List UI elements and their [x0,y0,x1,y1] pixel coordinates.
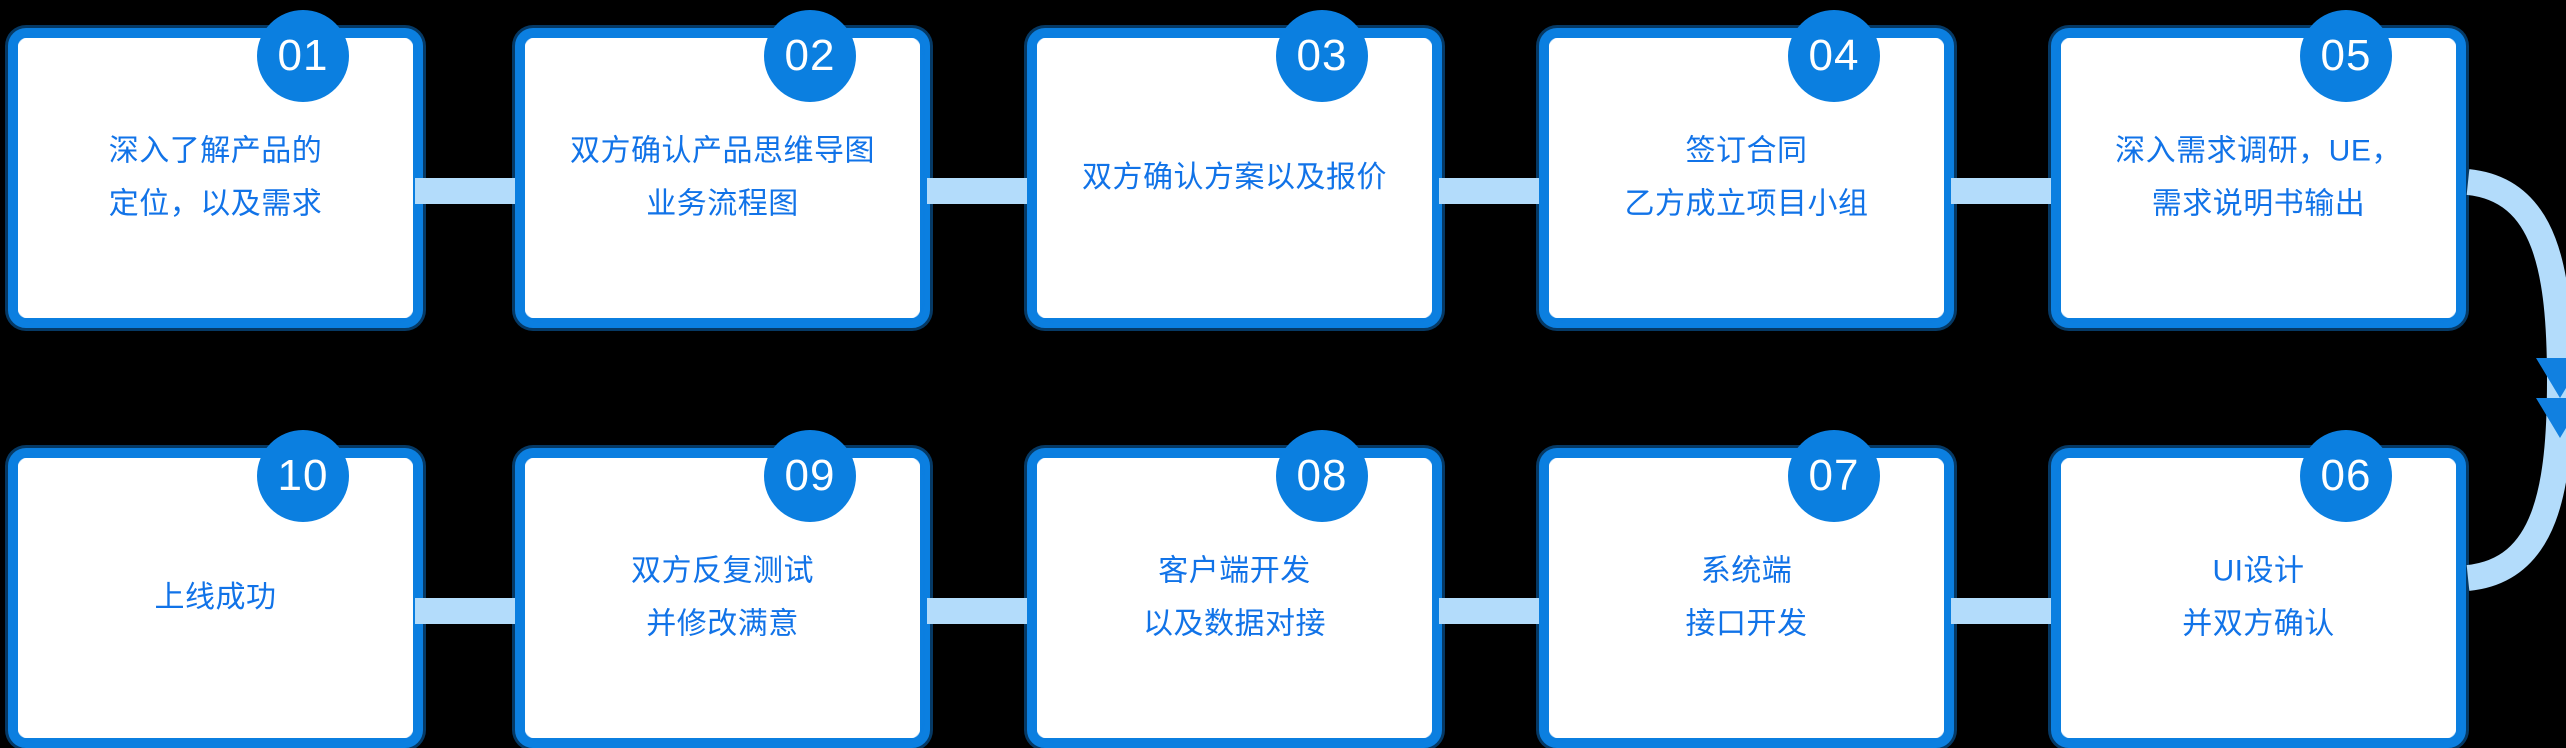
step-badge-03: 03 [1276,10,1368,102]
step-card-01[interactable]: 深入了解产品的 定位，以及需求 01 [8,10,423,328]
step-frame [1027,448,1442,748]
step-label: 双方确认方案以及报价 [1082,160,1387,194]
step-card-09[interactable]: 双方反复测试 并修改满意 09 [515,430,930,748]
step-frame [1027,28,1442,328]
flow-row-top: 深入了解产品的 定位，以及需求 01 双方确认产品思维导图 业务流程图 02 双… [0,0,2566,328]
step-badge-05: 05 [2300,10,2392,102]
step-frame [1539,448,1954,748]
step-card-10[interactable]: 上线成功 10 [8,430,423,748]
step-card-05[interactable]: 深入需求调研，UE， 需求说明书输出 05 [2051,10,2466,328]
connector-07-06 [1951,598,2051,624]
step-badge-10: 10 [257,430,349,522]
connector-09-08 [927,598,1027,624]
step-card-06[interactable]: UI设计 并双方确认 06 [2051,430,2466,748]
step-badge-04: 04 [1788,10,1880,102]
step-label: 双方确认产品思维导图 业务流程图 [570,134,875,221]
flow-row-bottom: 上线成功 10 双方反复测试 并修改满意 09 客户端开发 以及数据对接 08 … [0,420,2566,748]
step-badge-08: 08 [1276,430,1368,522]
step-label: 签订合同 乙方成立项目小组 [1624,134,1869,221]
connector-03-04 [1439,178,1539,204]
step-frame [8,28,423,328]
step-card-07[interactable]: 系统端 接口开发 07 [1539,430,1954,748]
connector-08-07 [1439,598,1539,624]
step-frame [515,28,930,328]
step-label: 客户端开发 以及数据对接 [1143,554,1326,641]
step-card-02[interactable]: 双方确认产品思维导图 业务流程图 02 [515,10,930,328]
step-label: 深入了解产品的 定位，以及需求 [108,134,323,221]
step-card-03[interactable]: 双方确认方案以及报价 03 [1027,10,1442,328]
step-frame [1539,28,1954,328]
step-frame [8,448,423,748]
step-label: 系统端 接口开发 [1685,554,1808,641]
step-badge-06: 06 [2300,430,2392,522]
connector-01-02 [415,178,515,204]
connector-02-03 [927,178,1027,204]
step-label: 深入需求调研，UE， 需求说明书输出 [2115,134,2402,221]
step-label: 双方反复测试 并修改满意 [631,554,814,641]
step-badge-02: 02 [764,10,856,102]
step-label: 上线成功 [154,580,277,614]
step-frame [2051,448,2466,748]
step-frame [515,448,930,748]
step-card-08[interactable]: 客户端开发 以及数据对接 08 [1027,430,1442,748]
connector-10-09 [415,598,515,624]
step-card-04[interactable]: 签订合同 乙方成立项目小组 04 [1539,10,1954,328]
step-badge-07: 07 [1788,430,1880,522]
step-label: UI设计 并双方确认 [2182,554,2335,641]
step-badge-01: 01 [257,10,349,102]
wrap-arrow-head-upper-icon [2536,358,2566,398]
step-frame [2051,28,2466,328]
connector-04-05 [1951,178,2051,204]
step-badge-09: 09 [764,430,856,522]
